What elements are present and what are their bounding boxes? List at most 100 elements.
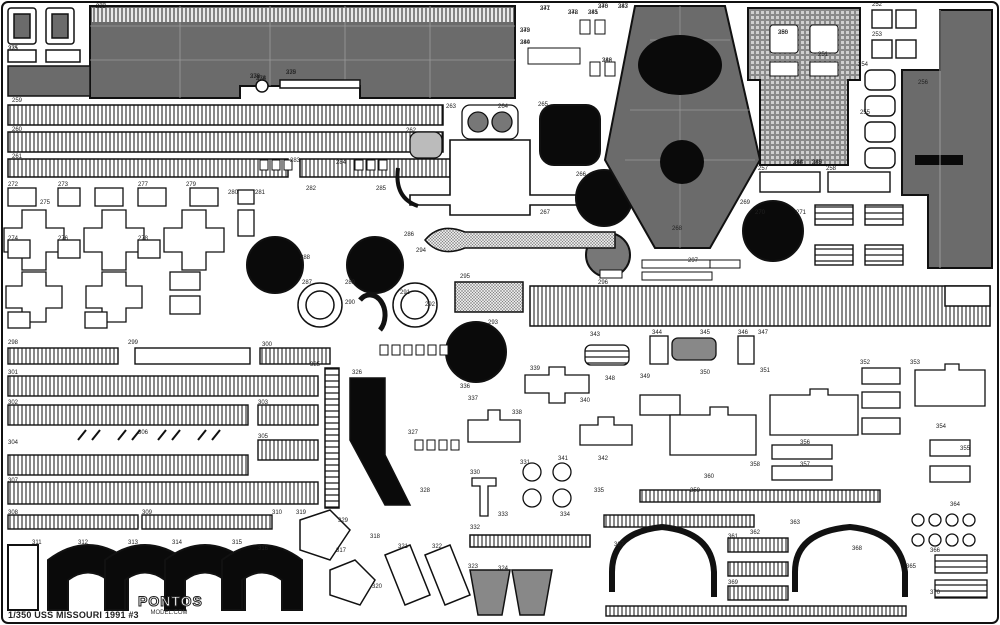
part-number-label: 306 [138, 430, 149, 436]
part-number-label: 305 [258, 434, 269, 440]
part-number-label: 308 [8, 510, 19, 516]
part-number-label: 338 [512, 410, 523, 416]
part-number-label: 350 [700, 370, 711, 376]
part-number-label: 309 [142, 510, 153, 516]
part-number-label: 311 [32, 540, 42, 546]
part-number-label: 251 [818, 52, 829, 58]
part-number-label: 264 [498, 104, 509, 110]
part-number-label: 283 [290, 158, 301, 164]
part-number-label: 295 [460, 274, 471, 280]
part-number-label: 331 [520, 460, 531, 466]
part-number-label: 341 [558, 456, 569, 462]
parts-272-286-small [3, 187, 255, 329]
part-number-label: 344 [652, 330, 663, 336]
part-number-label: 241 [540, 6, 551, 12]
part-number-label: 289 [345, 280, 356, 286]
part-number-label: 322 [432, 544, 443, 550]
part-number-label: 248 [793, 160, 804, 166]
part-number-label: 262 [406, 128, 417, 134]
part-number-label: 244 [520, 40, 531, 46]
part-number-label: 334 [560, 512, 571, 518]
part-number-label: 247 [618, 4, 629, 10]
part-number-label: 284 [336, 160, 347, 166]
parts-252-253 [864, 9, 917, 169]
part-number-label: 279 [186, 182, 197, 188]
part-number-label: 364 [950, 502, 961, 508]
parts-322-328 [299, 509, 471, 606]
part-number-label: 259 [12, 98, 23, 104]
part-number-label: 236 [250, 74, 261, 80]
part-number-label: 386 [778, 30, 789, 36]
parts-297-298 [454, 281, 991, 327]
part-number-label: 291 [400, 290, 411, 296]
part-number-label: 240 [598, 4, 609, 10]
part-number-label: 340 [580, 398, 591, 404]
part-236-238-small-deck [7, 65, 361, 97]
part-number-label: 301 [8, 370, 19, 376]
part-number-label: 347 [758, 330, 769, 336]
part-number-label: 329 [338, 518, 349, 524]
part-number-label: 235 [8, 46, 19, 52]
part-number-label: 263 [446, 104, 457, 110]
part-number-label: 317 [336, 548, 347, 554]
part-number-label: 312 [78, 540, 89, 546]
parts-381-383-curved-rails [609, 523, 908, 597]
part-number-label: 333 [498, 512, 509, 518]
parts-349-351 [584, 335, 755, 366]
part-number-label: 339 [530, 366, 541, 372]
part-237-deck-panel [89, 5, 516, 99]
mast-panel-center [603, 5, 762, 249]
part-256-deck [901, 9, 993, 269]
brand-url: MODEL.COM [150, 610, 188, 616]
part-number-label: 297 [688, 258, 699, 264]
part-number-label: 378 [568, 10, 579, 16]
part-number-label: 237 [96, 4, 107, 10]
part-number-label: 286 [404, 232, 415, 238]
part-number-label: 261 [12, 154, 23, 160]
part-296-mesh-antenna [424, 227, 616, 253]
part-number-label: 292 [425, 302, 436, 308]
part-number-label: 367 [614, 542, 625, 548]
part-number-label: 266 [576, 172, 587, 178]
part-number-label: 352 [860, 360, 871, 366]
part-number-label: 249 [812, 160, 823, 166]
parts-332-339-fittings [471, 462, 572, 517]
parts-289-292-lattice [297, 282, 438, 332]
part-number-label: 274 [8, 236, 19, 242]
parts-343-368 [467, 363, 986, 483]
part-number-label: 383 [618, 4, 629, 10]
part-number-label: 343 [590, 332, 601, 338]
part-number-label: 302 [8, 400, 19, 406]
part-number-label: 354 [936, 424, 947, 430]
part-number-label: 336 [460, 384, 471, 390]
part-number-label: 250 [778, 30, 789, 36]
part-number-label: 351 [760, 368, 771, 374]
part-264-superstructure [395, 139, 591, 216]
part-number-label: 298 [8, 340, 19, 346]
part-number-label: 254 [858, 62, 869, 68]
part-number-label: 371 [8, 46, 19, 52]
radar-dishes [246, 169, 804, 383]
part-number-label: 357 [800, 462, 811, 468]
part-number-label: 280 [228, 190, 239, 196]
part-number-label: 272 [8, 182, 19, 188]
part-number-label: 300 [262, 342, 273, 348]
part-number-label: 335 [594, 488, 605, 494]
part-number-label: 276 [58, 236, 69, 242]
brand-logo: PONTOS MODEL.COM [138, 591, 203, 621]
part-number-label: 362 [750, 530, 761, 536]
part-235 [7, 7, 81, 63]
part-number-label: 252 [872, 2, 883, 8]
part-number-label: 358 [750, 462, 761, 468]
part-number-label: 267 [540, 210, 551, 216]
part-number-label: 268 [672, 226, 683, 232]
part-number-label: 369 [728, 580, 739, 586]
part-number-label: 288 [300, 255, 311, 261]
parts-315-321-arches [7, 544, 303, 611]
part-number-label: 356 [800, 440, 811, 446]
part-number-label: 346 [738, 330, 749, 336]
part-number-label: 376 [598, 4, 609, 10]
part-number-label: 366 [930, 548, 941, 554]
part-number-label: 258 [826, 166, 837, 172]
